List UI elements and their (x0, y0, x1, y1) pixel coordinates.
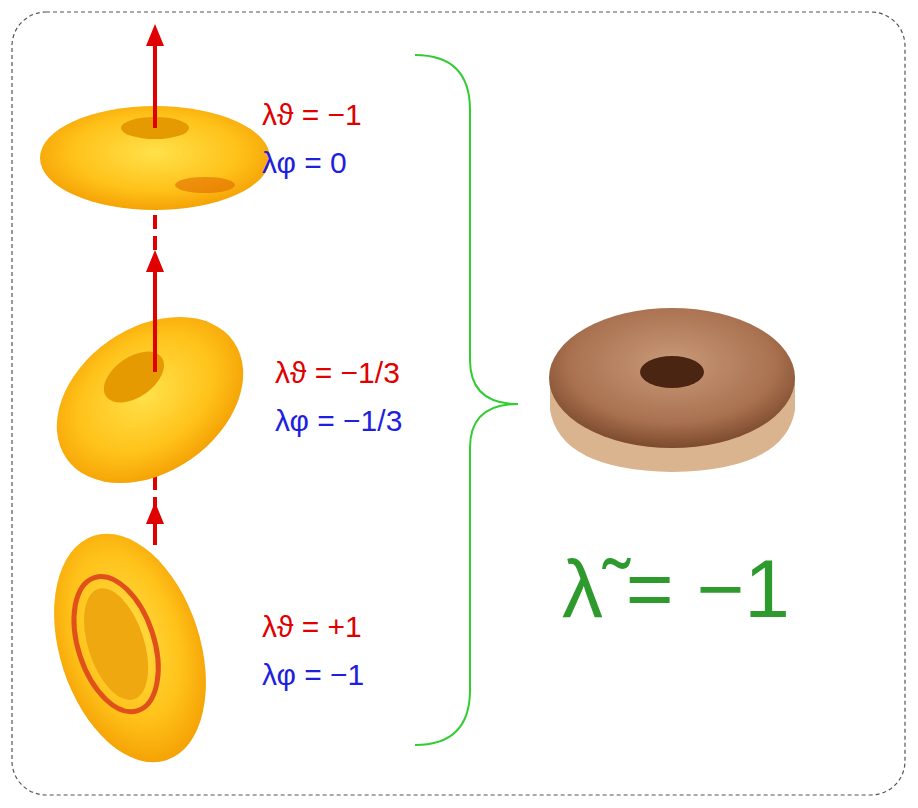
lambda-theta-label: λϑ = −1/3 (275, 358, 400, 388)
lambda-tilde-result: λ̃ = −1 (562, 548, 790, 630)
torus-top (40, 24, 270, 272)
dashed-frame (12, 12, 905, 795)
torus-bottom (27, 502, 233, 782)
lambda-phi-label: λφ = −1 (262, 660, 364, 690)
lambda-theta-label: λϑ = +1 (262, 612, 362, 642)
torus-middle (25, 250, 275, 517)
lambda-phi-label: λφ = −1/3 (275, 406, 402, 436)
lambda-theta-label: λϑ = −1 (262, 100, 362, 130)
curly-brace (415, 55, 518, 745)
lambda-phi-label: λφ = 0 (262, 148, 347, 178)
donut-image (549, 308, 795, 472)
